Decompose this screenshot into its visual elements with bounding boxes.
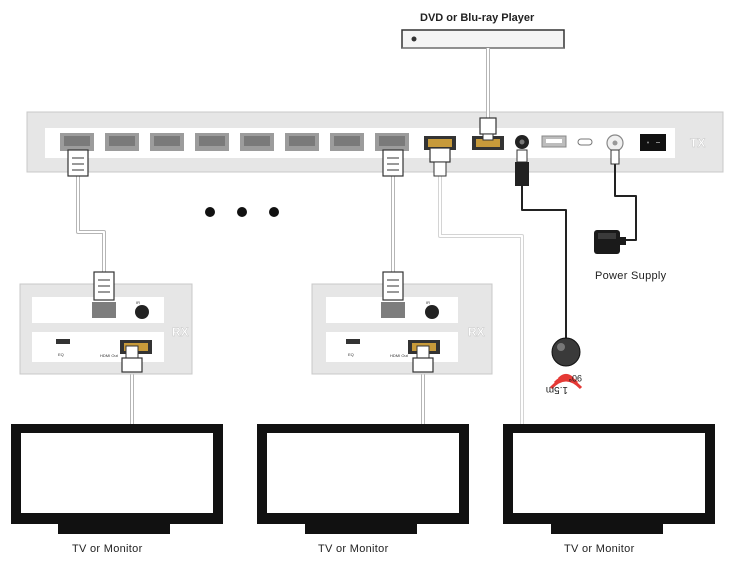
tx-badge: TX	[690, 136, 705, 150]
tx-hdmi-out-port	[424, 136, 456, 150]
tx-rj45-port-4	[195, 133, 229, 151]
ellipsis-dot	[205, 207, 215, 217]
more-receivers-ellipsis	[205, 207, 279, 217]
rx1-badge: RX	[172, 325, 189, 339]
tx-hdmi-in-port	[472, 136, 504, 150]
connectors	[67, 117, 620, 186]
hdmi-plug-tx-out	[429, 147, 451, 177]
dvd-player-label: DVD or Blu-ray Player	[420, 12, 535, 24]
display-3-label: TV or Monitor	[564, 543, 635, 555]
ir-plug	[515, 149, 529, 186]
ir-receiver-sensor: 90° 1.5m	[546, 337, 583, 395]
rj45-plug-tx-1	[67, 149, 89, 177]
rx2-hdmi-label: HDMI Out	[390, 353, 409, 358]
rx2-badge: RX	[468, 325, 485, 339]
ellipsis-dot	[237, 207, 247, 217]
rx2-eq-label: EQ	[348, 352, 354, 357]
dvd-player	[401, 29, 565, 49]
tx-rj45-port-5	[240, 133, 274, 151]
tx-rj45-port-6	[285, 133, 319, 151]
tx-rj45-port-2	[105, 133, 139, 151]
rx2-ir-label: IR	[426, 300, 430, 305]
tx-rj45-port-3	[150, 133, 184, 151]
rj45-plug-tx-8	[382, 149, 404, 177]
ir-range-label: 1.5m	[546, 384, 568, 395]
tx-rj45-port-7	[330, 133, 364, 151]
tx-dc-jack	[606, 134, 624, 152]
rx1-eq-label: EQ	[58, 352, 64, 357]
display-2	[257, 424, 469, 534]
receiver-2: IR EQ HDMI Out RX	[311, 271, 493, 375]
tx-power-switch	[640, 134, 666, 151]
display-1	[11, 424, 223, 534]
display-3	[503, 424, 715, 534]
dc-plug	[610, 149, 620, 165]
rx1-hdmi-label: HDMI Out	[100, 353, 119, 358]
display-2-label: TV or Monitor	[318, 543, 389, 555]
ir-angle-label: 90°	[568, 373, 582, 383]
cables	[76, 48, 637, 428]
power-adapter	[594, 230, 626, 254]
transmitter-panel: TX	[26, 111, 724, 173]
ellipsis-dot	[269, 207, 279, 217]
tx-usb-port	[541, 135, 567, 148]
tx-ir-jack	[515, 135, 529, 149]
receiver-1: IR EQ HDMI Out RX	[19, 271, 193, 375]
power-supply-label: Power Supply	[595, 270, 667, 282]
tx-rj45-port-1	[60, 133, 94, 151]
rx1-ir-label: IR	[136, 300, 140, 305]
tx-micro-port	[577, 138, 593, 146]
display-1-label: TV or Monitor	[72, 543, 143, 555]
tx-rj45-port-8	[375, 133, 409, 151]
